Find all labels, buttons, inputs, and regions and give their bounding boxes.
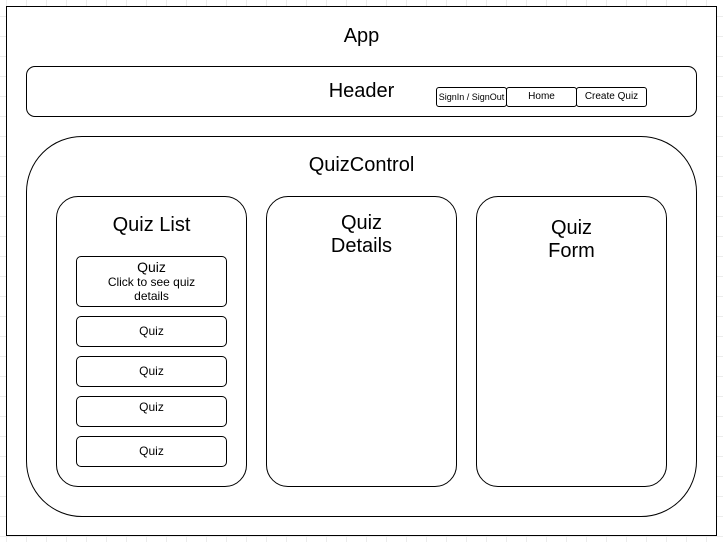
quiz-list-item[interactable]: Quiz Click to see quiz details bbox=[76, 256, 227, 307]
quiz-item-title: Quiz bbox=[139, 444, 164, 458]
quiz-item-title: Quiz bbox=[139, 324, 164, 338]
app-label: App bbox=[343, 25, 380, 47]
signin-signout-button[interactable]: SignIn / SignOut bbox=[436, 87, 507, 107]
quiz-list-item[interactable]: Quiz bbox=[76, 436, 227, 467]
quiz-control-label: QuizControl bbox=[308, 154, 415, 176]
quiz-item-title: Quiz bbox=[139, 400, 164, 414]
create-quiz-button[interactable]: Create Quiz bbox=[576, 87, 647, 107]
quiz-form-panel bbox=[476, 196, 667, 487]
quiz-list-item[interactable]: Quiz bbox=[76, 396, 227, 427]
quiz-item-subtitle: Click to see quiz details bbox=[107, 275, 196, 303]
quiz-details-label: Quiz Details bbox=[330, 212, 393, 257]
quiz-list-item[interactable]: Quiz bbox=[76, 356, 227, 387]
quiz-item-title: Quiz bbox=[139, 364, 164, 378]
header-label: Header bbox=[328, 80, 395, 102]
quiz-details-panel bbox=[266, 196, 457, 487]
quiz-item-title: Quiz bbox=[137, 259, 166, 275]
quiz-list-item[interactable]: Quiz bbox=[76, 316, 227, 347]
home-button[interactable]: Home bbox=[506, 87, 577, 107]
quiz-form-label: Quiz Form bbox=[548, 217, 595, 262]
quiz-list-label: Quiz List bbox=[112, 214, 191, 236]
